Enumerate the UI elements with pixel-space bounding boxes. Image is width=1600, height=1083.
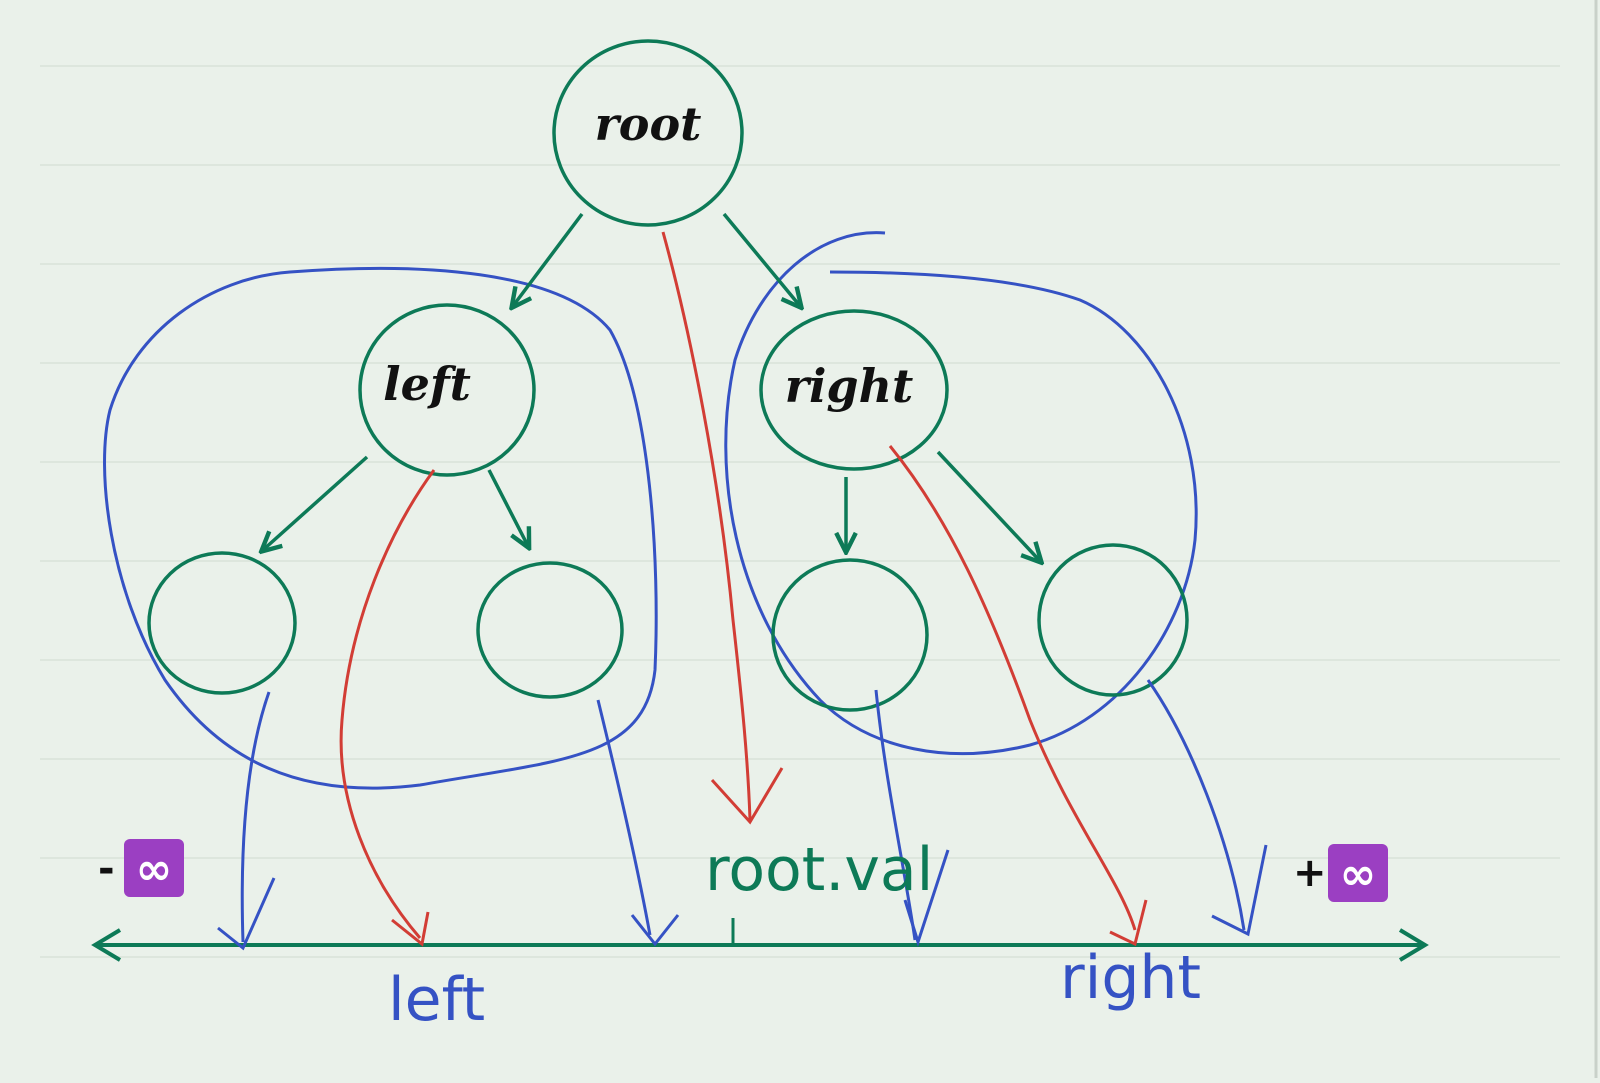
ruled-lines [40,65,1560,958]
right-node: right [759,309,949,471]
edge-right-child2 [936,450,1040,561]
root-node-label: root [595,97,702,151]
edge-root-left [513,212,584,306]
negative-infinity-marker: - ∞ [98,839,184,897]
red-range-arrows [339,231,1148,947]
infinity-badge-right [1328,844,1388,902]
edge-root-right [722,212,800,306]
blue-mapping-arrows [217,679,1268,951]
blue-arrow-right-child1 [874,689,917,941]
left-node-label: left [383,357,471,411]
infinity-icon: ∞ [1340,849,1377,900]
left-child-node-2 [476,561,624,699]
tree-edges [263,212,1040,561]
left-range-label: left [388,965,485,1035]
right-child-node-2 [1037,543,1189,697]
left-subtree-outline [103,266,658,790]
infinity-icon: ∞ [136,844,173,895]
number-line [91,918,1429,962]
plus-sign: + [1293,850,1327,896]
blue-arrow-left-child1 [240,691,271,943]
right-subtree-outline [724,231,1198,755]
right-node-label: right [785,359,914,413]
right-child-node-1 [771,558,929,712]
minus-sign: - [98,846,115,892]
root-val-label: root.val [705,835,933,905]
left-child-node-1 [147,551,297,695]
red-arrow-left-to-left [339,469,436,939]
right-range-label: right [1060,943,1201,1013]
blue-arrow-right-child2 [1146,679,1246,931]
red-arrow-root-to-rootval [661,231,752,821]
positive-infinity-marker: + ∞ [1293,844,1388,902]
root-node: root [552,39,744,227]
blue-arrow-left-child2 [596,699,652,936]
red-arrow-right-to-right [888,445,1137,931]
edge-left-child1 [263,455,369,550]
infinity-badge-left [124,839,184,897]
left-node: left [358,303,536,477]
edge-left-child2 [487,469,528,546]
